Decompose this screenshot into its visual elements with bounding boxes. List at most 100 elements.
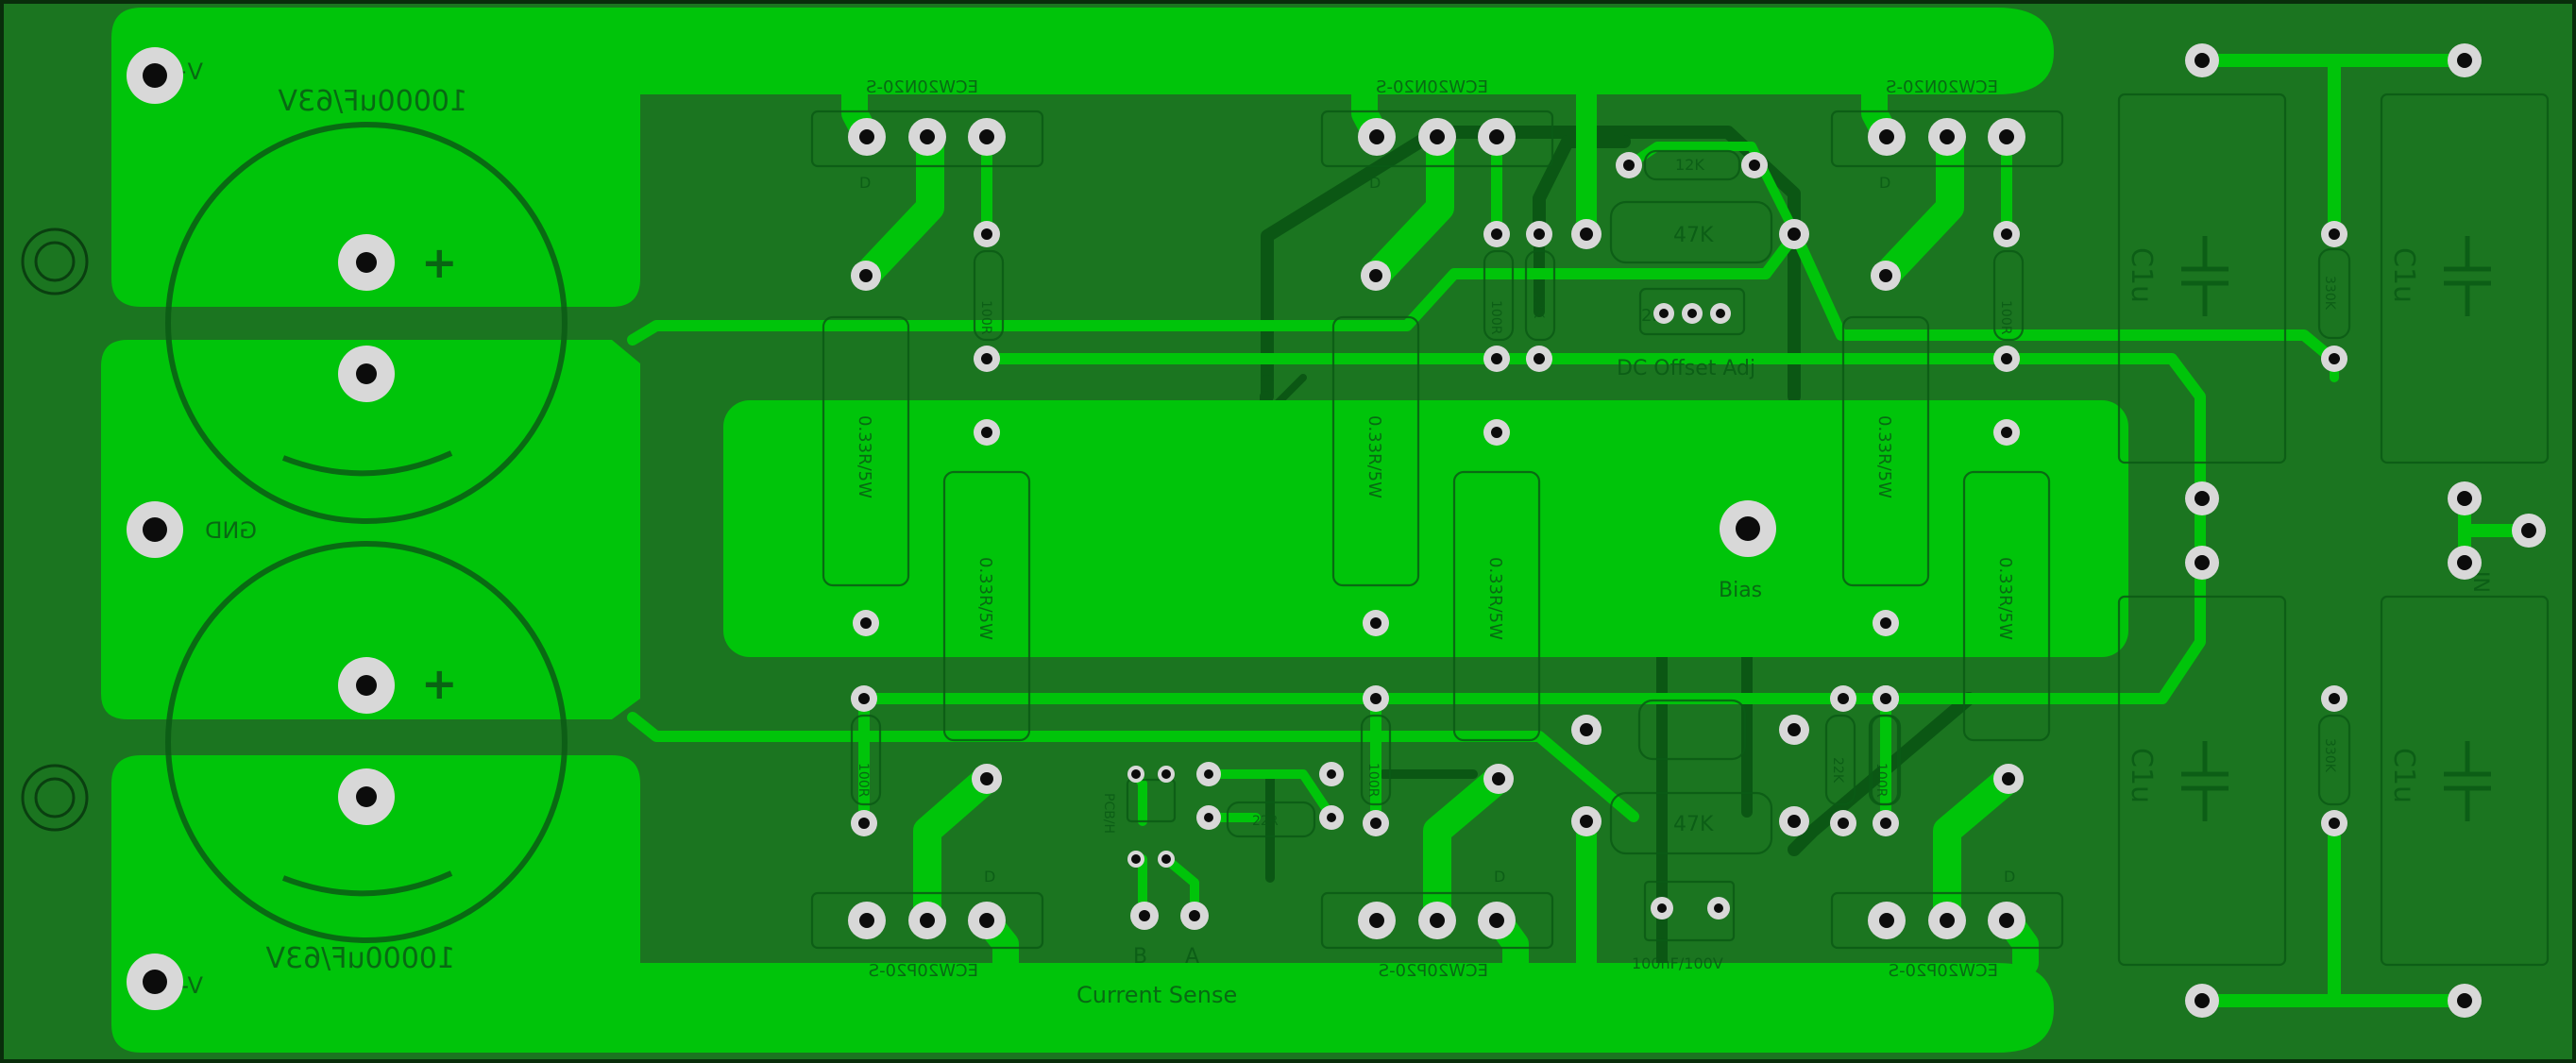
pad xyxy=(1616,152,1642,178)
pad xyxy=(851,261,881,291)
cap-top-pads xyxy=(338,234,395,402)
r-12k-label: 12K xyxy=(1675,156,1704,174)
output-pour xyxy=(723,400,2128,657)
q-bot-3-pin-d: D xyxy=(2004,868,2015,886)
r-330k-bot-label: 330K xyxy=(2322,738,2337,773)
gnd-label: GND xyxy=(205,517,257,544)
r-0r33-2-label: 0.33R/5W xyxy=(1364,415,1384,498)
pad xyxy=(1483,346,1510,372)
current-sense-a-label: A xyxy=(1185,945,1199,969)
cap-top-label: 10000uF/63V xyxy=(278,85,467,118)
pad xyxy=(1363,810,1389,836)
pad xyxy=(1418,118,1456,156)
q-top-3-label: ECW20N20-S xyxy=(1886,77,1998,97)
pad xyxy=(1741,152,1768,178)
r-100-4-label: 100R xyxy=(856,763,871,798)
thermal-label: PCB/H xyxy=(1101,793,1116,834)
gnd-pour xyxy=(101,340,640,719)
r-0r33-4-label: 0.33R/5W xyxy=(975,557,995,640)
pad xyxy=(974,221,1000,247)
q-top-1-label: ECW20N20-S xyxy=(866,77,978,97)
pad xyxy=(1127,851,1144,868)
pad xyxy=(1180,902,1209,930)
cap-bottom-label: 10000uF/63V xyxy=(265,942,455,975)
pad xyxy=(2185,546,2219,580)
terminal-vminus[interactable] xyxy=(127,953,183,1010)
pad xyxy=(968,902,1006,939)
pad xyxy=(1418,902,1456,939)
pad xyxy=(848,118,886,156)
cap-outline-top xyxy=(165,122,568,524)
pad xyxy=(1478,118,1516,156)
q-bot-2-pin-d: D xyxy=(1494,868,1505,886)
terminal-gnd[interactable] xyxy=(127,501,183,558)
pad xyxy=(1478,902,1516,939)
pad xyxy=(1319,805,1344,830)
c1u-3-label: C1u xyxy=(2125,748,2158,803)
pad xyxy=(2321,221,2347,247)
pad xyxy=(974,419,1000,446)
q-top-1-pin-d: D xyxy=(859,174,871,192)
r-0r33-6-label: 0.33R/5W xyxy=(1995,557,2015,640)
r-22k-1-label: 22K xyxy=(1531,293,1546,319)
pad xyxy=(1993,346,2020,372)
pad xyxy=(1988,118,2025,156)
pad xyxy=(853,610,879,636)
pad xyxy=(1871,261,1901,291)
pad xyxy=(1319,762,1344,786)
pad xyxy=(1993,764,2024,794)
pad xyxy=(972,764,1002,794)
pad xyxy=(1571,715,1602,745)
pad xyxy=(1993,419,2020,446)
q-top-3-pin-d: D xyxy=(1879,174,1890,192)
c1u-1-label: C1u xyxy=(2125,247,2158,303)
pad xyxy=(2321,810,2347,836)
r-330k-top-label: 330K xyxy=(2322,276,2337,311)
copper-pours xyxy=(101,8,2128,1053)
pad xyxy=(1158,851,1175,868)
pad xyxy=(974,346,1000,372)
pad xyxy=(1358,902,1396,939)
cap-100n-label: 100nF/100V xyxy=(1632,954,1723,972)
r-100-3-label: 100R xyxy=(1998,300,2013,335)
pad xyxy=(2512,514,2546,548)
pad xyxy=(1651,897,1673,920)
pad xyxy=(1928,902,1966,939)
r-100-2-label: 100R xyxy=(1488,300,1503,335)
pad xyxy=(908,902,946,939)
pad xyxy=(2448,546,2482,580)
pad xyxy=(1707,897,1730,920)
small-pads xyxy=(848,43,2546,1018)
q-bot-1-label: ECW20P20-S xyxy=(869,961,978,981)
pad xyxy=(1830,810,1856,836)
pad xyxy=(1873,810,1899,836)
dc-offset-label: DC Offset Adj xyxy=(1617,357,1755,380)
pad xyxy=(1358,118,1396,156)
pad xyxy=(1682,303,1703,324)
current-sense-b-label: B xyxy=(1133,945,1147,969)
pad xyxy=(1363,685,1389,712)
vplus-pour xyxy=(111,8,2054,307)
pad xyxy=(2185,481,2219,515)
pad xyxy=(2185,984,2219,1018)
pad xyxy=(1483,221,1510,247)
pad xyxy=(1526,346,1552,372)
pad xyxy=(1483,419,1510,446)
terminal-vplus[interactable] xyxy=(127,47,183,104)
pad xyxy=(848,902,886,939)
pad xyxy=(1710,303,1731,324)
terminal-output[interactable] xyxy=(1720,500,1776,557)
pad xyxy=(1873,610,1899,636)
pad xyxy=(1158,766,1175,783)
pad xyxy=(1830,685,1856,712)
pad xyxy=(2448,43,2482,77)
r-22k-2-label: 22K xyxy=(1830,757,1845,784)
cap-bottom-pads xyxy=(338,657,395,825)
q-bot-3-label: ECW20P20-S xyxy=(1889,961,1998,981)
c1u-4-label: C1u xyxy=(2387,748,2420,803)
r-100-1-label: 100R xyxy=(978,300,993,335)
r-0r33-1-label: 0.33R/5W xyxy=(855,415,874,498)
pad xyxy=(2321,685,2347,712)
cap-outline-bottom xyxy=(165,541,568,943)
